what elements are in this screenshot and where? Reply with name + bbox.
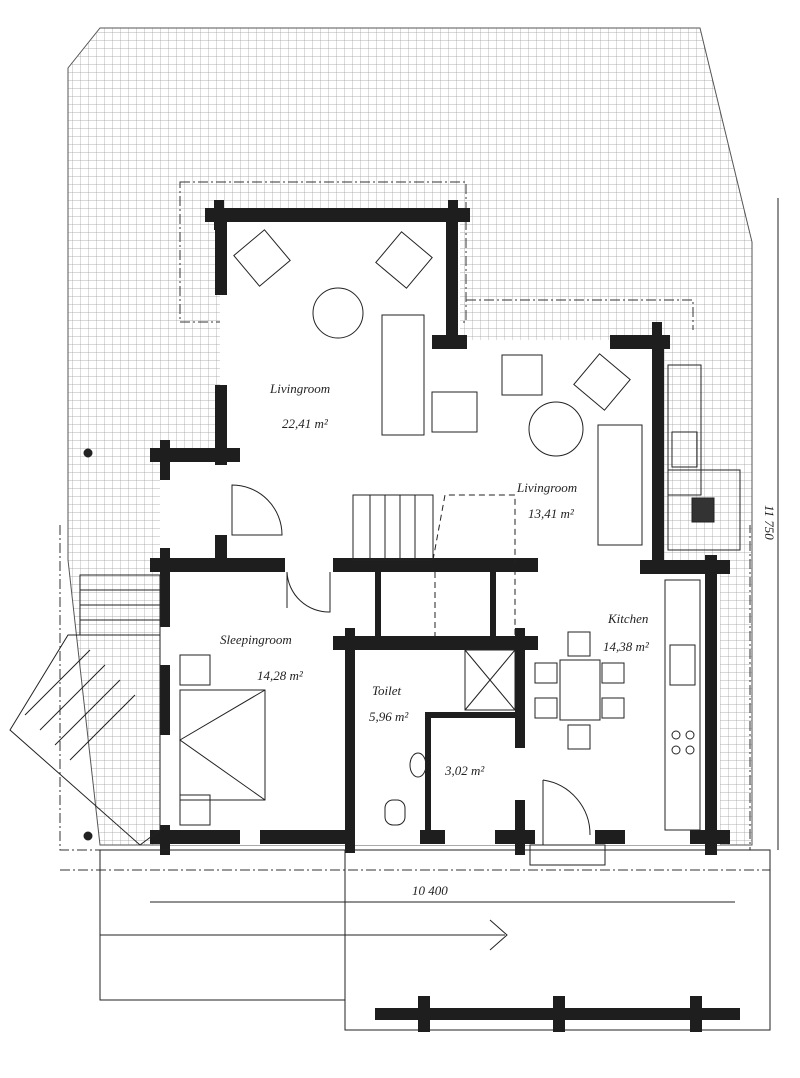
dimension-width: 10 400	[412, 883, 448, 898]
doors	[231, 484, 606, 866]
room-name-toilet: Toilet	[372, 683, 402, 698]
room-name-livingroom-1: Livingroom	[269, 381, 330, 396]
dimension-lines	[150, 198, 779, 903]
exterior-stairs	[9, 448, 161, 846]
room-name-livingroom-2: Livingroom	[516, 480, 577, 495]
room-area-storage: 3,02 m²	[444, 763, 485, 778]
room-area-toilet: 5,96 m²	[369, 709, 409, 724]
porch	[99, 849, 771, 1032]
room-area-livingroom-1: 22,41 m²	[282, 416, 329, 431]
walls	[150, 200, 730, 855]
room-area-livingroom-2: 13,41 m²	[528, 506, 575, 521]
furniture	[179, 229, 741, 831]
house-interior	[160, 215, 720, 845]
room-area-sleepingroom: 14,28 m²	[257, 668, 304, 683]
room-name-kitchen: Kitchen	[607, 611, 648, 626]
roof-outline-2	[466, 299, 694, 330]
roof-outline	[179, 181, 467, 323]
room-name-sleepingroom: Sleepingroom	[220, 632, 292, 647]
dimension-height: 11 750	[762, 505, 777, 540]
room-area-kitchen: 14,38 m²	[603, 639, 650, 654]
